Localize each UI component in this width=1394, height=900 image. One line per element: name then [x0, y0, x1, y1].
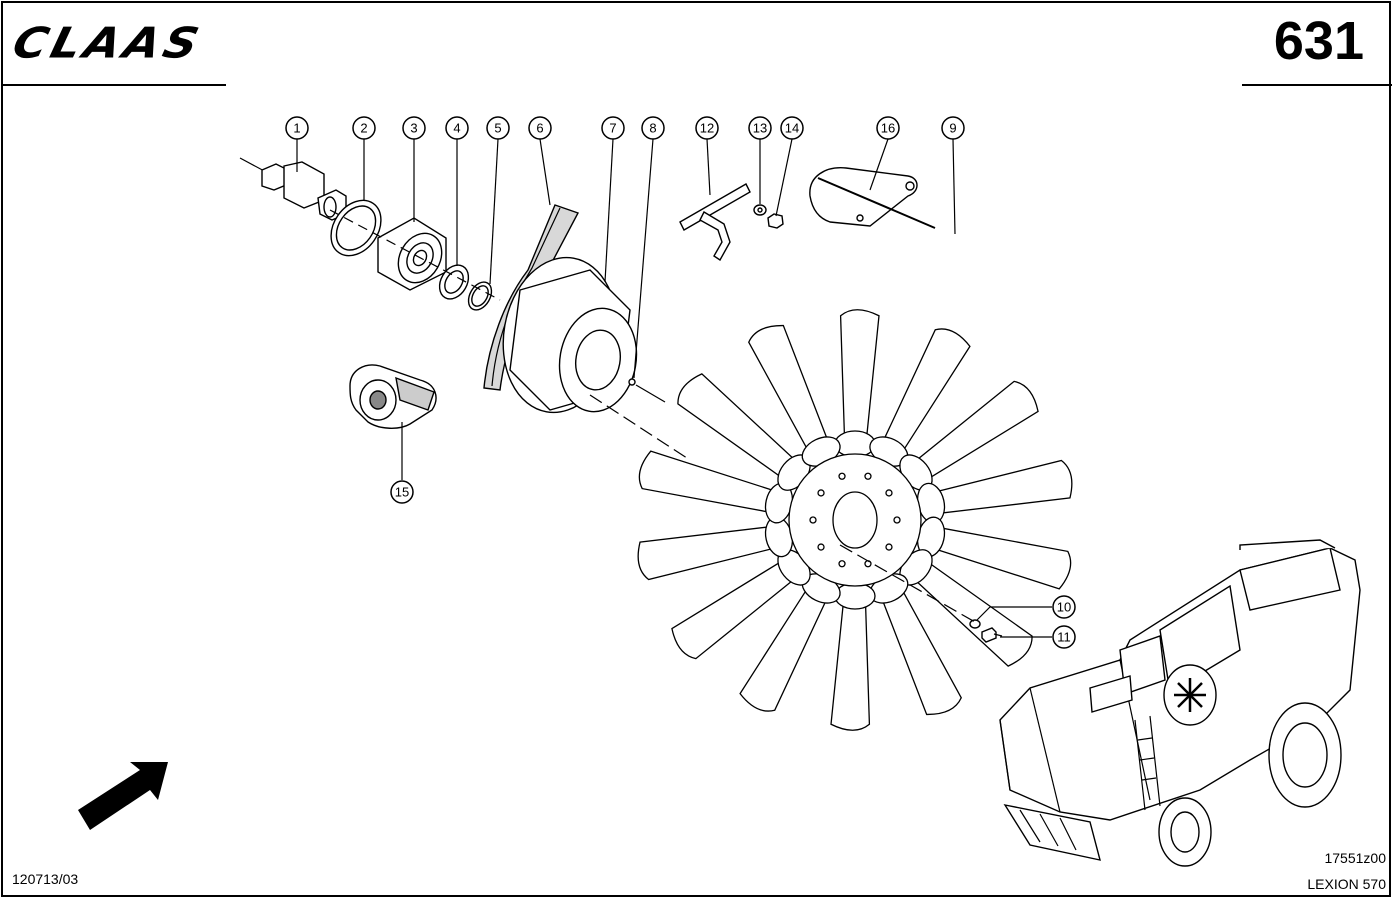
- part-pin: [628, 378, 666, 403]
- svg-text:15: 15: [395, 485, 409, 500]
- svg-text:7: 7: [609, 121, 616, 136]
- fan-location-icon: [1174, 678, 1206, 712]
- svg-text:5: 5: [494, 121, 501, 136]
- callout-9: 9: [941, 116, 965, 140]
- fan-blade: [902, 380, 1039, 488]
- fan-bolt-hole: [864, 472, 872, 480]
- part-mounting-plate: [809, 167, 936, 229]
- svg-text:3: 3: [410, 121, 417, 136]
- fan-bolt-hole: [885, 489, 893, 497]
- svg-text:11: 11: [1057, 630, 1071, 645]
- header-rule-left: [2, 84, 226, 86]
- fan-blade: [638, 450, 790, 516]
- fan-bolt-hole: [817, 489, 825, 497]
- part-fan-bolt: [981, 627, 1003, 643]
- callout-13: 13: [748, 116, 772, 140]
- callout-7: 7: [601, 116, 625, 140]
- part-bracket: [679, 183, 751, 262]
- fan-bolt-hole: [817, 543, 825, 551]
- footer-model: LEXION 570: [1307, 876, 1386, 892]
- part-cooling-fan: [637, 309, 1073, 731]
- callout-16: 16: [876, 116, 900, 140]
- svg-text:8: 8: [649, 121, 656, 136]
- callout-1: 1: [285, 116, 309, 140]
- svg-text:9: 9: [949, 121, 956, 136]
- part-pulley-hub: [502, 256, 638, 414]
- callout-6: 6: [528, 116, 552, 140]
- header-rule-right: [1242, 84, 1392, 86]
- svg-text:1: 1: [293, 121, 300, 136]
- part-belt-tensioner: [349, 364, 437, 429]
- fan-blade: [920, 459, 1073, 516]
- callout-5: 5: [486, 116, 510, 140]
- fan-blade: [748, 324, 835, 466]
- svg-text:6: 6: [536, 121, 543, 136]
- fan-bolt-hole: [838, 472, 846, 480]
- part-circlip-small: [467, 281, 493, 311]
- fan-blade: [839, 309, 880, 455]
- fan-blade: [637, 524, 790, 581]
- part-bearing: [377, 217, 447, 291]
- part-washer-ring: [438, 264, 470, 300]
- fan-bore: [832, 491, 878, 549]
- svg-text:10: 10: [1057, 600, 1071, 615]
- svg-text:12: 12: [700, 121, 714, 136]
- part-circlip-large: [330, 199, 382, 257]
- callout-4: 4: [445, 116, 469, 140]
- part-washer-small: [753, 204, 767, 216]
- callout-8: 8: [641, 116, 665, 140]
- callout-2: 2: [352, 116, 376, 140]
- direction-arrow-icon: [78, 762, 168, 830]
- fan-blade: [830, 585, 871, 731]
- fan-blade: [671, 552, 808, 660]
- fan-blade: [875, 328, 971, 466]
- callout-12: 12: [695, 116, 719, 140]
- svg-text:13: 13: [753, 121, 767, 136]
- svg-text:14: 14: [785, 121, 799, 136]
- callout-10: 10: [1052, 595, 1076, 619]
- svg-text:16: 16: [881, 121, 895, 136]
- callout-15: 15: [390, 480, 414, 504]
- fan-bolt-hole: [838, 560, 846, 568]
- svg-text:4: 4: [453, 121, 460, 136]
- callout-11: 11: [1052, 625, 1076, 649]
- fan-bolt-hole: [809, 516, 817, 524]
- fan-bolt-hole: [893, 516, 901, 524]
- fan-blade: [902, 552, 1033, 667]
- combine-harvester-illustration: [999, 539, 1361, 867]
- page-number: 631: [1273, 11, 1364, 71]
- svg-text:2: 2: [360, 121, 367, 136]
- part-fan-washer: [969, 619, 981, 629]
- callout-3: 3: [402, 116, 426, 140]
- callout-leaders: [296, 138, 1052, 638]
- footer-left-code: 120713/03: [12, 871, 79, 887]
- fan-blade: [739, 574, 835, 712]
- fan-blade: [875, 574, 962, 716]
- fan-blade-root: [834, 430, 876, 458]
- fan-blade: [920, 524, 1072, 590]
- fan-blade: [677, 373, 808, 488]
- fan-bolt-hole: [885, 543, 893, 551]
- callout-14: 14: [780, 116, 804, 140]
- part-nut: [767, 213, 784, 229]
- fan-blade-root: [834, 582, 876, 610]
- footer-drawing-code: 17551z00: [1324, 850, 1386, 866]
